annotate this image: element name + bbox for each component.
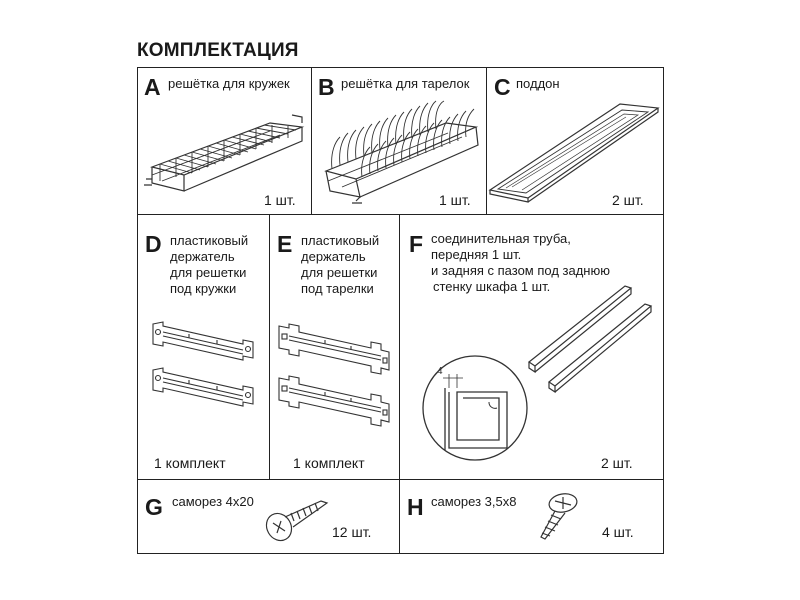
item-description: пластиковый держатель для решетки под кр… [170,233,249,296]
dimension-label: 4 [437,366,443,377]
item-quantity: 1 комплект [293,455,365,471]
item-g-cell: G саморез 4х20 12 шт. [137,479,399,554]
item-a-cell: A решётка для кружек 1 шт. [137,67,311,215]
plate-rack-icon [324,100,479,204]
item-quantity: 1 шт. [264,192,296,208]
item-e-cell: E пластиковый держатель для решетки под … [269,214,399,480]
page-title: КОМПЛЕКТАЦИЯ [137,40,299,61]
item-quantity: 12 шт. [332,524,372,540]
item-letter: B [318,74,335,100]
item-letter: F [409,231,424,257]
mug-rack-icon [144,114,305,192]
item-f-cell: F соединительная труба, передняя 1 шт. и… [399,214,663,480]
item-letter: C [494,74,511,100]
item-quantity: 2 шт. [612,192,644,208]
item-description: саморез 4х20 [172,494,254,509]
tube-cross-section-icon: 4 [422,355,528,461]
screw-round-head-icon [540,493,578,540]
item-d-cell: D пластиковый держатель для решетки под … [137,214,269,480]
item-description: пластиковый держатель для решетки под та… [301,233,380,296]
item-letter: D [145,231,162,257]
screw-flat-head-icon [265,500,329,542]
item-c-cell: C поддон 2 шт. [486,67,663,215]
item-description: решётка для кружек [168,76,290,91]
item-b-cell: B решётка для тарелок 1 шт. [311,67,486,215]
item-quantity: 2 шт. [601,455,633,471]
mug-holder-icon [152,321,254,407]
connecting-tube-icon [527,285,653,394]
item-quantity: 1 комплект [154,455,226,471]
item-letter: E [277,231,293,257]
item-h-cell: H саморез 3,5х8 4 шт. [399,479,663,554]
item-letter: G [145,494,163,520]
item-description: соединительная труба, передняя 1 шт. и з… [431,231,610,294]
item-description: решётка для тарелок [341,76,470,91]
item-description: саморез 3,5х8 [431,494,517,509]
item-letter: H [407,494,424,520]
drip-tray-icon [488,103,660,203]
item-quantity: 1 шт. [439,192,471,208]
plate-holder-icon [278,323,390,427]
item-letter: A [144,74,161,100]
item-description: поддон [516,76,560,91]
item-quantity: 4 шт. [602,524,634,540]
